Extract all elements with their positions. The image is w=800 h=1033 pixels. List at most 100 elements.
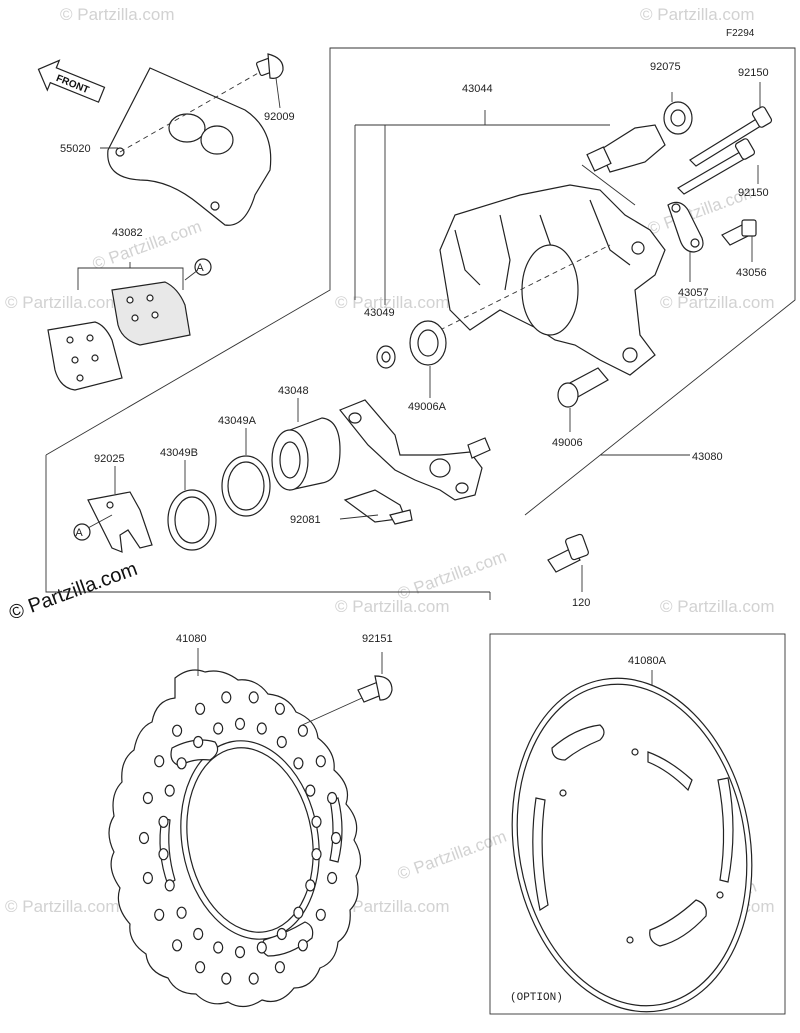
disc-hole [297, 724, 308, 737]
part-label-41080A: 41080A [628, 655, 667, 667]
disc-hole [221, 972, 232, 985]
slide-pin [581, 124, 666, 206]
watermark: © Partzilla.com [5, 897, 120, 916]
disc-hole [315, 908, 326, 921]
bleeder-43056 [721, 219, 757, 262]
seal-43049 [376, 345, 396, 369]
part-label-92150-lower: 92150 [738, 187, 769, 199]
disc-hole [234, 717, 246, 731]
part-label-41080: 41080 [176, 633, 207, 645]
watermark: © Partzilla.com [395, 547, 509, 604]
part-label-92009: 92009 [264, 111, 295, 123]
disc-hole [327, 791, 338, 805]
disc-hole [256, 722, 267, 735]
disc-hole [164, 784, 175, 797]
callout-a-bottom: A [75, 527, 83, 539]
disc-hole [193, 927, 204, 941]
brake-disc-41080A [511, 677, 753, 1013]
brake-disc-41080 [108, 669, 362, 1008]
disc-hole [305, 879, 316, 892]
seal-43049B [167, 460, 217, 551]
link-plate-43057 [667, 201, 704, 282]
disc-hole [172, 724, 183, 737]
part-label-43057: 43057 [678, 287, 709, 299]
disc-hole [172, 939, 183, 952]
disc-hole [195, 702, 206, 715]
brake-pads-43082 [47, 258, 212, 391]
disc-hole [213, 722, 224, 735]
boot-92075 [663, 92, 693, 135]
piston-43048 [271, 398, 341, 491]
part-label-92150-upper: 92150 [738, 67, 769, 79]
part-label-92151: 92151 [362, 633, 393, 645]
disc-hole [195, 961, 206, 974]
watermark: © Partzilla.com [90, 217, 204, 274]
seal-49006A [409, 320, 447, 398]
disc-hole [158, 848, 169, 861]
disc-hole [315, 755, 326, 768]
bolt-92009 [255, 53, 284, 109]
part-label-120: 120 [572, 597, 590, 609]
caliper-holder [339, 399, 491, 501]
bolt-120 [547, 533, 589, 592]
part-label-49006: 49006 [552, 437, 583, 449]
disc-hole [256, 941, 267, 954]
disc-hole [164, 879, 175, 892]
part-label-43048: 43048 [278, 385, 309, 397]
disc-hole [193, 735, 204, 749]
part-label-43082: 43082 [112, 227, 143, 239]
bolt-92151 [299, 652, 393, 727]
disc-hole [142, 871, 153, 885]
disc-hole [213, 941, 224, 954]
watermark: © Partzilla.com [5, 293, 120, 312]
disc-hole [297, 939, 308, 952]
callout-a-top: A [196, 262, 204, 274]
pin-92150-upper [689, 106, 773, 167]
disc-hole [154, 755, 165, 768]
assembly-outline [45, 47, 796, 600]
part-label-92075: 92075 [650, 61, 681, 73]
disc-hole [330, 831, 342, 845]
watermark: © Partzilla.com [335, 293, 450, 312]
disc-hole [276, 735, 287, 749]
part-label-49006A: 49006A [408, 401, 447, 413]
pin-92150-lower [677, 138, 756, 195]
part-label-43049B: 43049B [160, 447, 198, 459]
disc-hole [248, 972, 259, 985]
disc-hole [176, 906, 187, 919]
part-label-92081: 92081 [290, 514, 321, 526]
disc-hole [293, 906, 304, 919]
watermark: © Partzilla.com [660, 597, 775, 616]
disc-hole [234, 945, 246, 959]
disc-hole [176, 757, 187, 770]
watermark-primary: © Partzilla.com [6, 558, 140, 625]
watermark: © Partzilla.com [60, 5, 175, 24]
leader-43044 [354, 110, 610, 305]
disc-hole [158, 815, 169, 828]
pin-bolt-49006 [557, 367, 609, 432]
watermark: © Partzilla.com [640, 5, 755, 24]
clip-92081 [339, 489, 413, 525]
seal-43049A [221, 428, 271, 517]
caliper-bracket-55020 [100, 67, 272, 226]
watermark: © Partzilla.com [335, 597, 450, 616]
option-box [489, 633, 786, 1015]
disc-hole [274, 702, 285, 715]
watermark: © Partzilla.com [335, 897, 450, 916]
disc-hole [276, 927, 287, 941]
watermark: © Partzilla.com [660, 293, 775, 312]
disc-hole [138, 831, 150, 845]
pad-spring-92025 [73, 466, 153, 553]
diagram-code: F2294 [726, 28, 755, 39]
part-label-55020: 55020 [60, 143, 91, 155]
watermark: © Partzilla.com [395, 827, 509, 884]
disc-hole [154, 908, 165, 921]
front-arrow: FRONT [37, 59, 106, 103]
caliper-43044 [439, 184, 666, 376]
disc-hole [293, 757, 304, 770]
disc-hole [327, 871, 338, 885]
option-label: (OPTION) [510, 992, 563, 1004]
disc-hole [221, 691, 232, 704]
part-label-43049: 43049 [364, 307, 395, 319]
